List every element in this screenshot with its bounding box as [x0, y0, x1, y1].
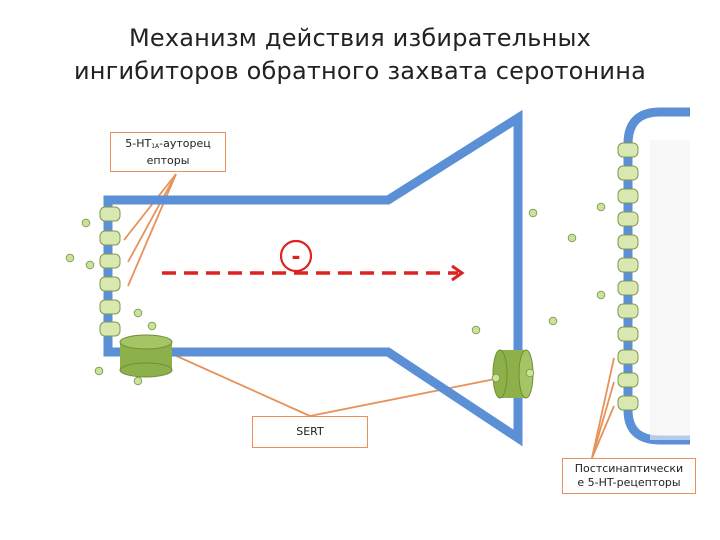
postsynaptic-receptor-9 [617, 326, 639, 342]
autoreceptor-label-box: 5-HT1A-ауторец епторы [110, 132, 226, 172]
inhibition-circle [279, 239, 313, 273]
postsynaptic-receptor-4 [617, 211, 639, 227]
postsynaptic-receptor-3 [617, 188, 639, 204]
serotonin-molecule-5 [147, 321, 157, 331]
autoreceptor-2 [99, 230, 121, 246]
postsynaptic-receptor-11 [617, 372, 639, 388]
postsynaptic-receptor-10 [617, 349, 639, 365]
postsynaptic-label-box: Постсинаптически е 5-HT-рецепторы [562, 458, 696, 494]
serotonin-molecule-9 [567, 233, 577, 243]
serotonin-molecule-3 [85, 260, 95, 270]
sert-left-transporter [119, 334, 173, 378]
postsynaptic-receptor-1 [617, 142, 639, 158]
title-line-1: Механизм действия избирательных [128, 24, 592, 52]
serotonin-molecule-12 [471, 325, 481, 335]
callout-line-auto-2 [127, 173, 177, 263]
postsynaptic-receptor-6 [617, 257, 639, 273]
serotonin-molecule-4 [133, 308, 143, 318]
serotonin-molecule-6 [94, 366, 104, 376]
callout-line-post-1 [591, 357, 615, 459]
postsynaptic-receptor-5 [617, 234, 639, 250]
callout-line-sert-left [171, 353, 311, 417]
callout-line-post-3 [591, 405, 615, 459]
postsynaptic-receptor-2 [617, 165, 639, 181]
autoreceptor-line1-rest: -ауторец [159, 137, 211, 150]
serotonin-molecule-2 [65, 253, 75, 263]
presynaptic-terminal [268, 109, 523, 447]
postsynaptic-receptor-group [617, 142, 639, 411]
postsynaptic-label-line-2: е 5-HT-рецепторы [577, 476, 681, 489]
serotonin-molecule-15 [525, 368, 535, 378]
sert-label-box: SERT [252, 416, 368, 448]
callout-line-sert-right [309, 377, 501, 417]
callout-line-post-2 [591, 381, 615, 459]
serotonin-molecule-1 [81, 218, 91, 228]
autoreceptor-label-line-2: епторы [146, 154, 190, 167]
callout-line-auto-1 [123, 173, 177, 241]
title-line-2: ингибиторов обратного захвата серотонина [73, 57, 647, 85]
postsynaptic-receptor-8 [617, 303, 639, 319]
postsynaptic-receptor-12 [617, 395, 639, 411]
sert-right-transporter [492, 349, 534, 399]
serotonin-molecule-14 [491, 373, 501, 383]
autoreceptor-5 [99, 299, 121, 315]
postsynaptic-shadow [650, 140, 690, 440]
postsynaptic-membrane [623, 107, 690, 445]
autoreceptor-subscript: 1A [151, 143, 160, 150]
serotonin-molecule-7 [133, 376, 143, 386]
autoreceptor-6 [99, 321, 121, 337]
serotonin-molecule-10 [596, 202, 606, 212]
postsynaptic-receptor-7 [617, 280, 639, 296]
autoreceptor-4 [99, 276, 121, 292]
inhibition-sign: - [291, 245, 300, 270]
sert-label: SERT [296, 425, 324, 438]
autoreceptor-3 [99, 253, 121, 269]
autoreceptor-prefix: 5-HT [125, 137, 152, 150]
inhibition-arrow-head [451, 264, 465, 282]
postsynaptic-label-line-1: Постсинаптически [574, 462, 684, 475]
slide-title: Механизм действия избирательных ингибито… [40, 22, 680, 88]
autoreceptor-label-line-1: 5-HT1A-ауторец [111, 137, 225, 154]
serotonin-molecules [65, 202, 606, 386]
callout-lines [123, 173, 615, 459]
serotonin-molecule-8 [528, 208, 538, 218]
serotonin-molecule-11 [596, 290, 606, 300]
serotonin-molecule-13 [548, 316, 558, 326]
presynaptic-membrane [103, 195, 268, 357]
callout-line-auto-3 [127, 173, 177, 287]
autoreceptor-1 [99, 206, 121, 222]
autoreceptor-group [99, 206, 121, 337]
